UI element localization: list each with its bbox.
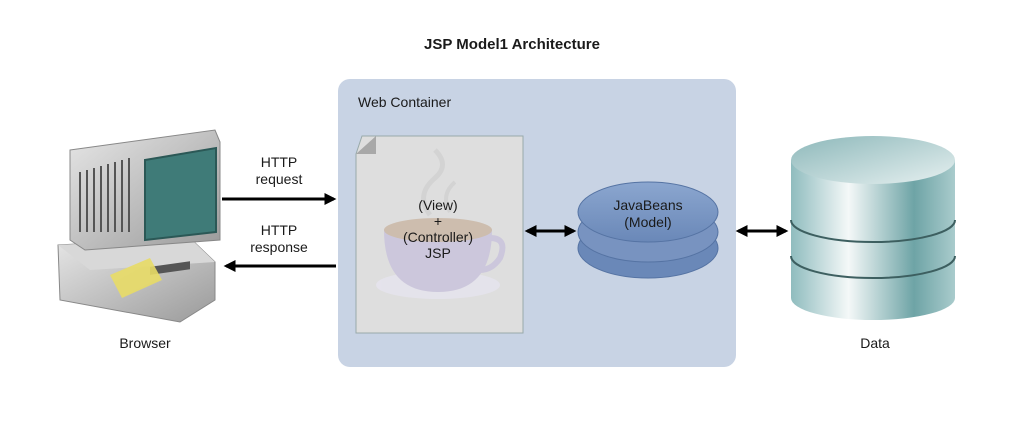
model-label-javabeans: JavaBeans <box>613 197 683 213</box>
jsp-label-controller: (Controller) <box>402 229 473 245</box>
browser-label: Browser <box>119 335 171 351</box>
data-label: Data <box>860 335 890 351</box>
response-label-line1: HTTP <box>260 222 298 238</box>
request-label: HTTP request <box>240 154 318 188</box>
javabeans-stack <box>577 181 719 279</box>
response-label: HTTP response <box>236 222 322 256</box>
desktop-computer-icon <box>57 129 221 323</box>
java-coffee-cup-icon <box>376 148 506 299</box>
request-label-line1: HTTP <box>260 154 298 170</box>
request-label-line2: request <box>255 171 303 187</box>
jsp-page <box>355 135 524 334</box>
model-label-model: (Model) <box>624 214 672 230</box>
jsp-label-view: (View) <box>418 197 458 213</box>
jsp-label-plus: + <box>433 213 443 229</box>
model-label: JavaBeans (Model) <box>598 197 698 231</box>
web-container-label: Web Container <box>358 94 452 110</box>
jsp-label: (View) + (Controller) JSP <box>388 197 488 261</box>
database-cylinder-icon <box>790 136 956 320</box>
response-label-line2: response <box>250 239 308 255</box>
jsp-label-jsp: JSP <box>425 245 451 261</box>
diagram-title: JSP Model1 Architecture <box>424 36 600 53</box>
